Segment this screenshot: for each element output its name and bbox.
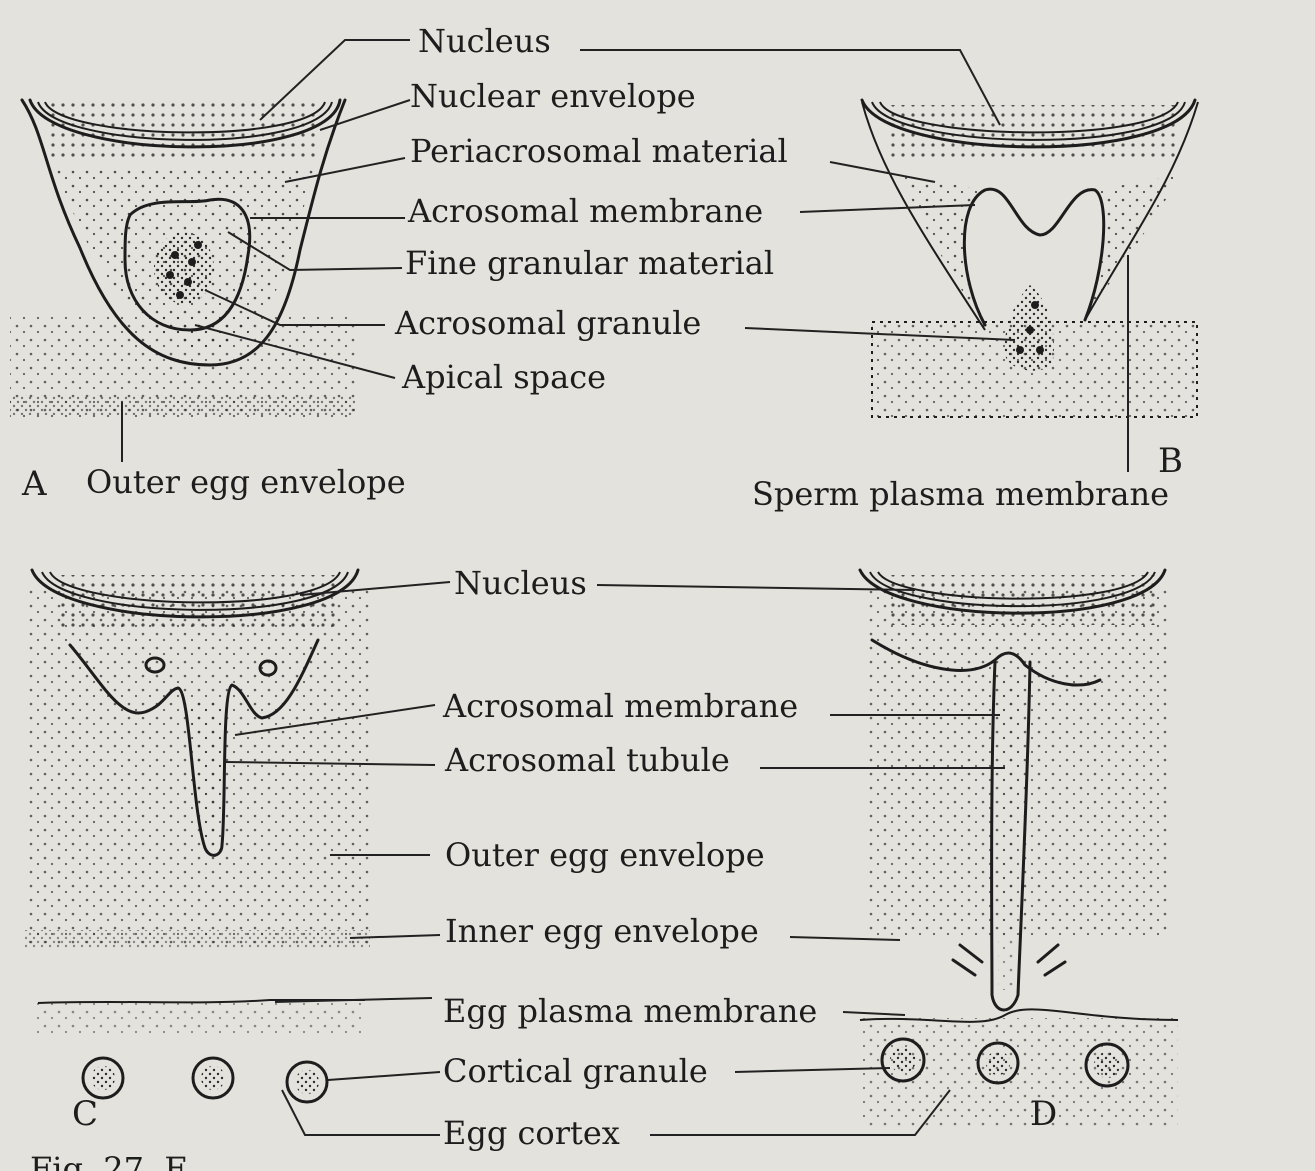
- label-fine-granular-material: Fine granular material: [405, 244, 774, 282]
- label-nuclear-envelope: Nuclear envelope: [410, 77, 696, 115]
- label-apical-space: Apical space: [401, 358, 606, 396]
- label-outer-egg-envelope-a: Outer egg envelope: [86, 463, 406, 501]
- label-sperm-plasma-membrane: Sperm plasma membrane: [752, 475, 1169, 513]
- acrosomal-granule-a: [154, 232, 214, 304]
- label-periacrosomal-material: Periacrosomal material: [410, 132, 788, 170]
- panel-label-a: A: [21, 464, 47, 504]
- label-acrosomal-tubule: Acrosomal tubule: [444, 741, 730, 779]
- label-acrosomal-granule: Acrosomal granule: [394, 304, 701, 342]
- panel-label-d: D: [1030, 1094, 1057, 1134]
- label-egg-plasma-membrane: Egg plasma membrane: [443, 992, 817, 1030]
- panel-label-c: C: [72, 1094, 98, 1134]
- panel-d: D: [860, 570, 1178, 1134]
- inner-egg-envelope-c: [25, 930, 370, 948]
- label-acrosomal-membrane-bottom: Acrosomal membrane: [442, 687, 798, 725]
- figure-caption: Fig. 27. F: [30, 1150, 187, 1171]
- label-cortical-granule: Cortical granule: [443, 1052, 708, 1090]
- egg-cortex-d: [860, 1018, 1178, 1128]
- label-nucleus-top: Nucleus: [418, 22, 551, 60]
- label-egg-cortex: Egg cortex: [443, 1114, 620, 1152]
- label-acrosomal-membrane-top: Acrosomal membrane: [407, 192, 763, 230]
- label-inner-egg-envelope: Inner egg envelope: [445, 912, 759, 950]
- label-outer-egg-envelope-c: Outer egg envelope: [445, 836, 765, 874]
- nucleus-d: [890, 575, 1155, 625]
- egg-cortex-c: [35, 1000, 365, 1035]
- label-nucleus-bottom: Nucleus: [454, 564, 587, 602]
